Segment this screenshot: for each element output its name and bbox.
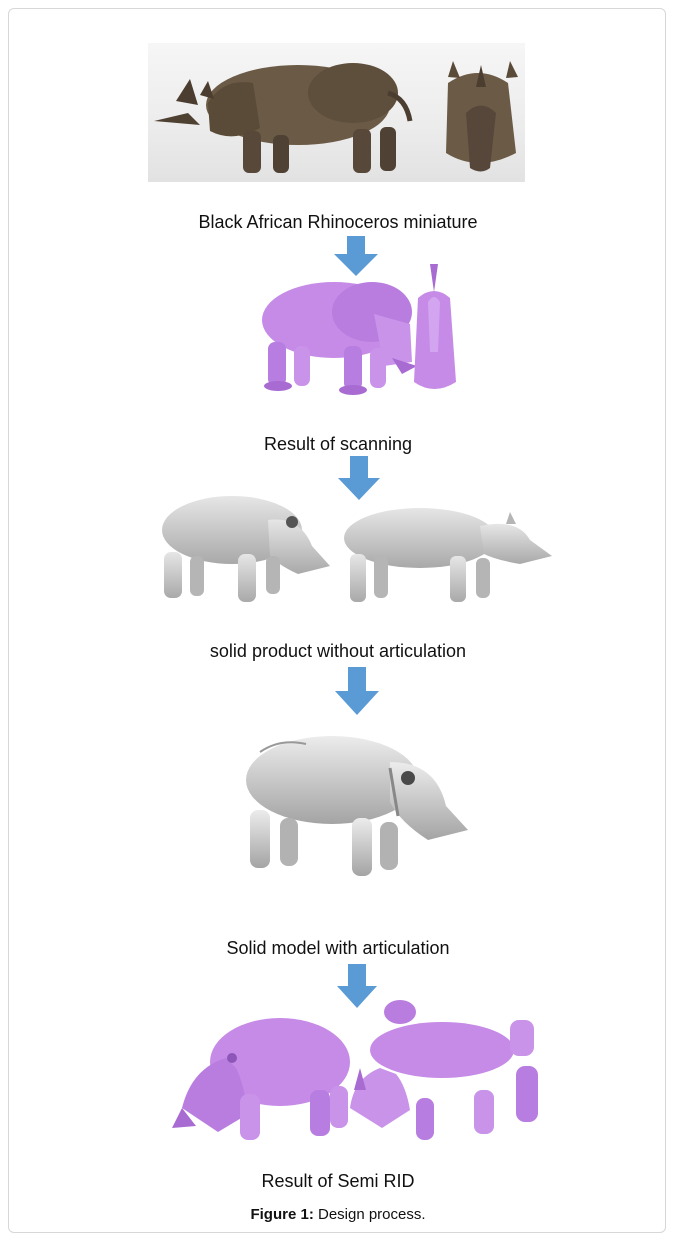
step-5-caption: Result of Semi RID bbox=[0, 1170, 676, 1192]
scan-side-view bbox=[262, 282, 417, 395]
semi-rid-assembled bbox=[172, 1018, 350, 1140]
solid-model-right bbox=[344, 508, 552, 602]
articulated-model-image bbox=[240, 722, 470, 882]
step-4-caption: Solid model with articulation bbox=[0, 937, 676, 959]
semi-rid-image bbox=[170, 998, 555, 1158]
step-1-caption: Black African Rhinoceros miniature bbox=[0, 211, 676, 233]
down-arrow-icon bbox=[335, 667, 379, 715]
figure-title: Design process. bbox=[314, 1206, 426, 1223]
figure-caption: Figure 1: Design process. bbox=[0, 1206, 676, 1224]
step-3-caption: solid product without articulation bbox=[0, 640, 676, 662]
scan-front-view bbox=[414, 264, 456, 389]
solid-model-left bbox=[162, 496, 330, 602]
rhino-miniature-photo bbox=[148, 43, 525, 182]
rhino-front-photo bbox=[446, 61, 518, 172]
rhino-side-photo bbox=[154, 63, 410, 173]
scanned-mesh-image bbox=[252, 262, 472, 402]
solid-product-image bbox=[150, 486, 555, 610]
step-2-caption: Result of scanning bbox=[0, 433, 676, 455]
figure-label: Figure 1: bbox=[250, 1206, 313, 1223]
semi-rid-exploded bbox=[350, 1000, 538, 1140]
